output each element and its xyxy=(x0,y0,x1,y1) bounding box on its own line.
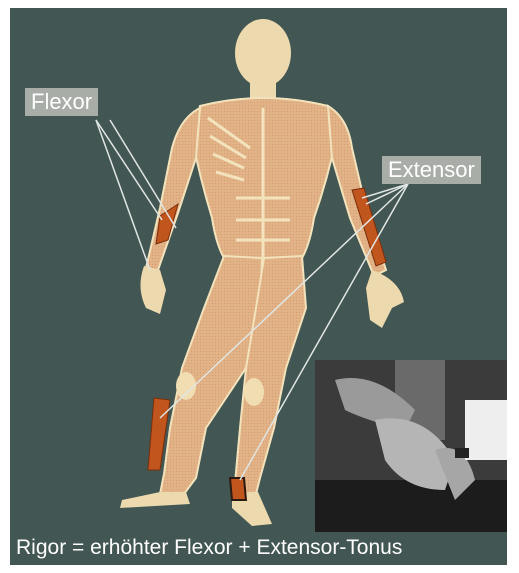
illustration-panel: Flexor Extensor xyxy=(10,8,507,532)
ankle-muscle-highlight xyxy=(230,478,246,500)
head xyxy=(235,19,291,100)
knee-right xyxy=(244,378,264,406)
foot-left xyxy=(120,492,190,508)
flexor-label: Flexor xyxy=(25,88,98,116)
extensor-label: Extensor xyxy=(382,156,481,184)
hands-photo-icon xyxy=(315,360,507,532)
hand-left xyxy=(140,266,166,314)
caption-bar: Rigor = erhöhter Flexor + Extensor-Tonus xyxy=(10,532,507,565)
figure-frame: Flexor Extensor Rigor = erhöhter Flexor … xyxy=(10,8,507,565)
caption-text: Rigor = erhöhter Flexor + Extensor-Tonus xyxy=(16,536,402,560)
arm-left xyxy=(146,108,200,270)
hands-photo xyxy=(315,360,507,532)
hand-right xyxy=(366,270,404,328)
